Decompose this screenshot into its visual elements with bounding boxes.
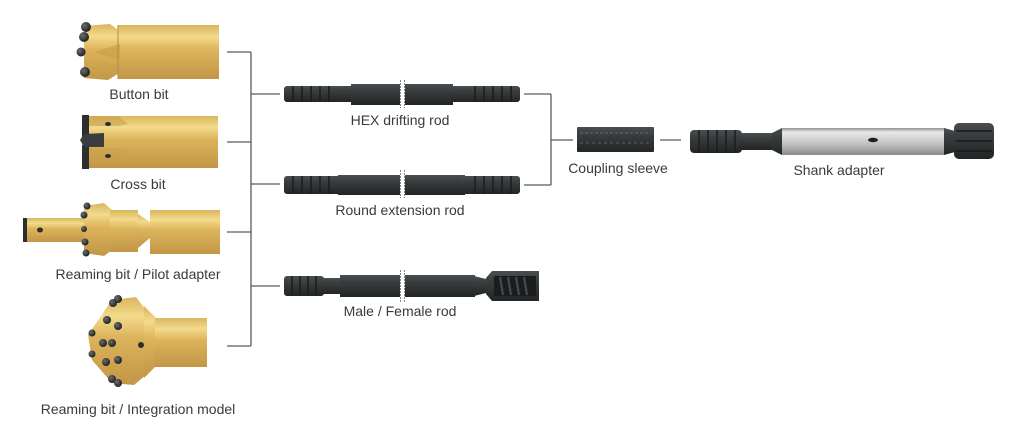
rods-to-coupling-bracket (524, 93, 573, 186)
round-extension-rod-label: Round extension rod (335, 202, 465, 218)
male-female-rod-image (284, 270, 539, 302)
coupling-sleeve-image (577, 127, 654, 152)
bits-to-rods-bracket (227, 51, 280, 347)
shank-adapter-image (690, 123, 994, 159)
hex-drifting-rod-image (284, 80, 520, 108)
reaming-bit-integration-label: Reaming bit / Integration model (40, 401, 236, 417)
round-extension-rod-image (284, 170, 520, 198)
hex-drifting-rod-label: HEX drifting rod (350, 112, 450, 128)
button-bit-label: Button bit (109, 86, 169, 102)
cross-bit-label: Cross bit (110, 176, 166, 192)
reaming-bit-pilot-image (23, 202, 220, 257)
button-bit-image (76, 22, 219, 80)
reaming-bit-pilot-label: Reaming bit / Pilot adapter (55, 266, 221, 282)
reaming-bit-integration-image (88, 295, 207, 387)
coupling-sleeve-label: Coupling sleeve (568, 160, 668, 176)
cross-bit-image (80, 115, 218, 169)
male-female-rod-label: Male / Female rod (343, 303, 457, 319)
shank-adapter-label: Shank adapter (793, 162, 885, 178)
